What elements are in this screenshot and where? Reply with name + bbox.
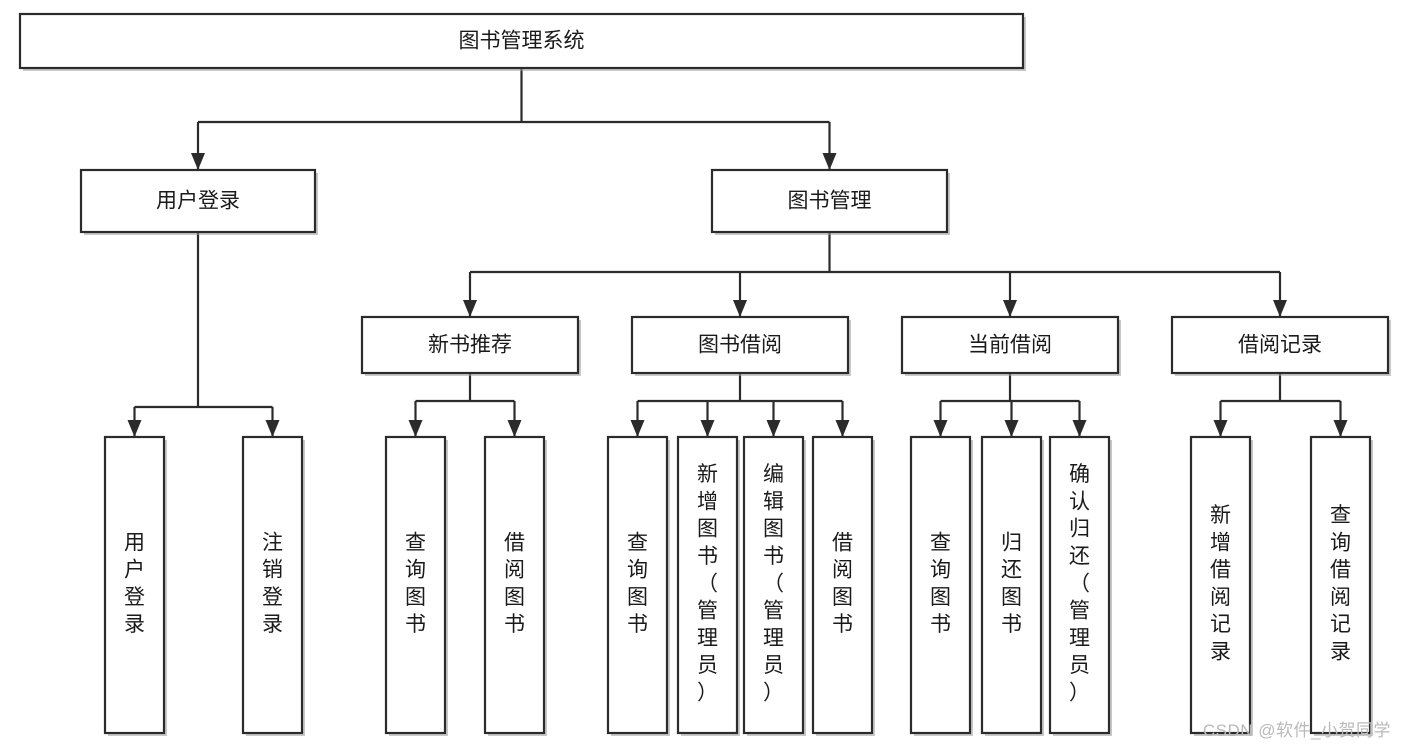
node-leaf5[interactable]: 查询图书 <box>606 435 670 736</box>
node-label-leaf2: 注销登录 <box>262 531 283 636</box>
node-box[interactable] <box>676 435 739 735</box>
edge-arrowhead <box>463 300 477 317</box>
node-label-leaf4: 借阅图书 <box>504 531 525 636</box>
node-leaf7[interactable]: 编辑图书（管理员） <box>742 435 806 736</box>
node-leaf10[interactable]: 归还图书 <box>980 435 1044 736</box>
node-label-leaf3: 查询图书 <box>405 531 426 636</box>
node-borrow[interactable]: 图书借阅 <box>630 315 851 376</box>
node-box[interactable] <box>900 315 1120 375</box>
node-box[interactable] <box>630 315 850 375</box>
node-root[interactable]: 图书管理系统 <box>18 12 1026 71</box>
node-box[interactable] <box>1170 315 1390 375</box>
nodes-layer: 图书管理系统用户登录图书管理新书推荐图书借阅当前借阅借阅记录用户登录注销登录查询… <box>18 12 1391 736</box>
node-leaf4[interactable]: 借阅图书 <box>483 435 547 736</box>
node-label-bookmgmt: 图书管理 <box>788 190 872 213</box>
node-label-leaf8: 借阅图书 <box>832 531 853 636</box>
node-box[interactable] <box>606 435 669 735</box>
edge-arrowhead <box>700 420 715 437</box>
node-label-root: 图书管理系统 <box>459 30 585 53</box>
edge-arrowhead <box>127 420 142 437</box>
node-box[interactable] <box>103 435 166 735</box>
node-label-record: 借阅记录 <box>1238 334 1322 357</box>
node-box[interactable] <box>1048 435 1111 735</box>
edge-arrowhead <box>822 153 837 170</box>
node-login[interactable]: 用户登录 <box>79 168 318 235</box>
edges-layer <box>127 68 1348 437</box>
node-newbook[interactable]: 新书推荐 <box>360 315 581 376</box>
node-leaf9[interactable]: 查询图书 <box>909 435 973 736</box>
node-box[interactable] <box>360 315 580 375</box>
edge-arrowhead <box>265 420 280 437</box>
edge-arrowhead <box>733 300 747 317</box>
edge-arrowhead <box>1333 420 1348 437</box>
edge-arrowhead <box>408 420 423 437</box>
node-leaf1[interactable]: 用户登录 <box>103 435 167 736</box>
edge-arrowhead <box>1004 420 1019 437</box>
edge-arrowhead <box>1273 300 1287 317</box>
node-box[interactable] <box>241 435 304 735</box>
node-leaf2[interactable]: 注销登录 <box>241 435 305 736</box>
edge-group-current <box>933 373 1087 437</box>
edge-arrowhead <box>507 420 522 437</box>
node-box[interactable] <box>483 435 546 735</box>
node-label-login: 用户登录 <box>156 190 240 213</box>
node-current[interactable]: 当前借阅 <box>900 315 1121 376</box>
node-box[interactable] <box>909 435 972 735</box>
edge-group-root <box>191 68 837 170</box>
node-label-leaf10: 归还图书 <box>1001 531 1022 636</box>
node-label-leaf9: 查询图书 <box>930 531 951 636</box>
node-box[interactable] <box>710 168 949 234</box>
node-leaf13[interactable]: 查询借阅记录 <box>1309 435 1373 736</box>
node-leaf6[interactable]: 新增图书（管理员） <box>676 435 740 736</box>
node-label-leaf12: 新增借阅记录 <box>1210 504 1231 664</box>
node-leaf3[interactable]: 查询图书 <box>384 435 448 736</box>
node-record[interactable]: 借阅记录 <box>1170 315 1391 376</box>
edge-arrowhead <box>1072 420 1087 437</box>
node-bookmgmt[interactable]: 图书管理 <box>710 168 950 235</box>
edge-group-bookmgmt <box>463 232 1287 317</box>
node-label-borrow: 图书借阅 <box>698 334 782 357</box>
edge-group-borrow <box>630 373 850 437</box>
node-box[interactable] <box>384 435 447 735</box>
node-label-leaf11: 确认归还（管理员） <box>1069 463 1090 704</box>
edge-group-newbook <box>408 373 522 437</box>
edge-arrowhead <box>835 420 850 437</box>
edge-arrowhead <box>191 153 205 170</box>
node-box[interactable] <box>811 435 874 735</box>
node-leaf11[interactable]: 确认归还（管理员） <box>1048 435 1112 736</box>
edge-arrowhead <box>766 420 781 437</box>
edge-group-login <box>127 232 280 437</box>
node-label-current: 当前借阅 <box>968 334 1052 357</box>
edge-group-record <box>1213 373 1348 437</box>
node-box[interactable] <box>980 435 1043 735</box>
node-box[interactable] <box>1309 435 1372 735</box>
node-label-leaf7: 编辑图书（管理员） <box>763 463 784 704</box>
node-leaf12[interactable]: 新增借阅记录 <box>1189 435 1253 736</box>
node-box[interactable] <box>79 168 317 234</box>
edge-arrowhead <box>630 420 645 437</box>
edge-arrowhead <box>1003 300 1017 317</box>
node-label-leaf6: 新增图书（管理员） <box>697 463 718 704</box>
node-leaf8[interactable]: 借阅图书 <box>811 435 875 736</box>
node-box[interactable] <box>18 12 1025 70</box>
node-label-leaf1: 用户登录 <box>124 531 145 636</box>
node-label-leaf13: 查询借阅记录 <box>1330 504 1351 664</box>
node-box[interactable] <box>742 435 805 735</box>
edge-arrowhead <box>1213 420 1228 437</box>
node-box[interactable] <box>1189 435 1252 735</box>
edge-arrowhead <box>933 420 948 437</box>
node-label-newbook: 新书推荐 <box>428 334 512 357</box>
node-label-leaf5: 查询图书 <box>627 531 648 636</box>
